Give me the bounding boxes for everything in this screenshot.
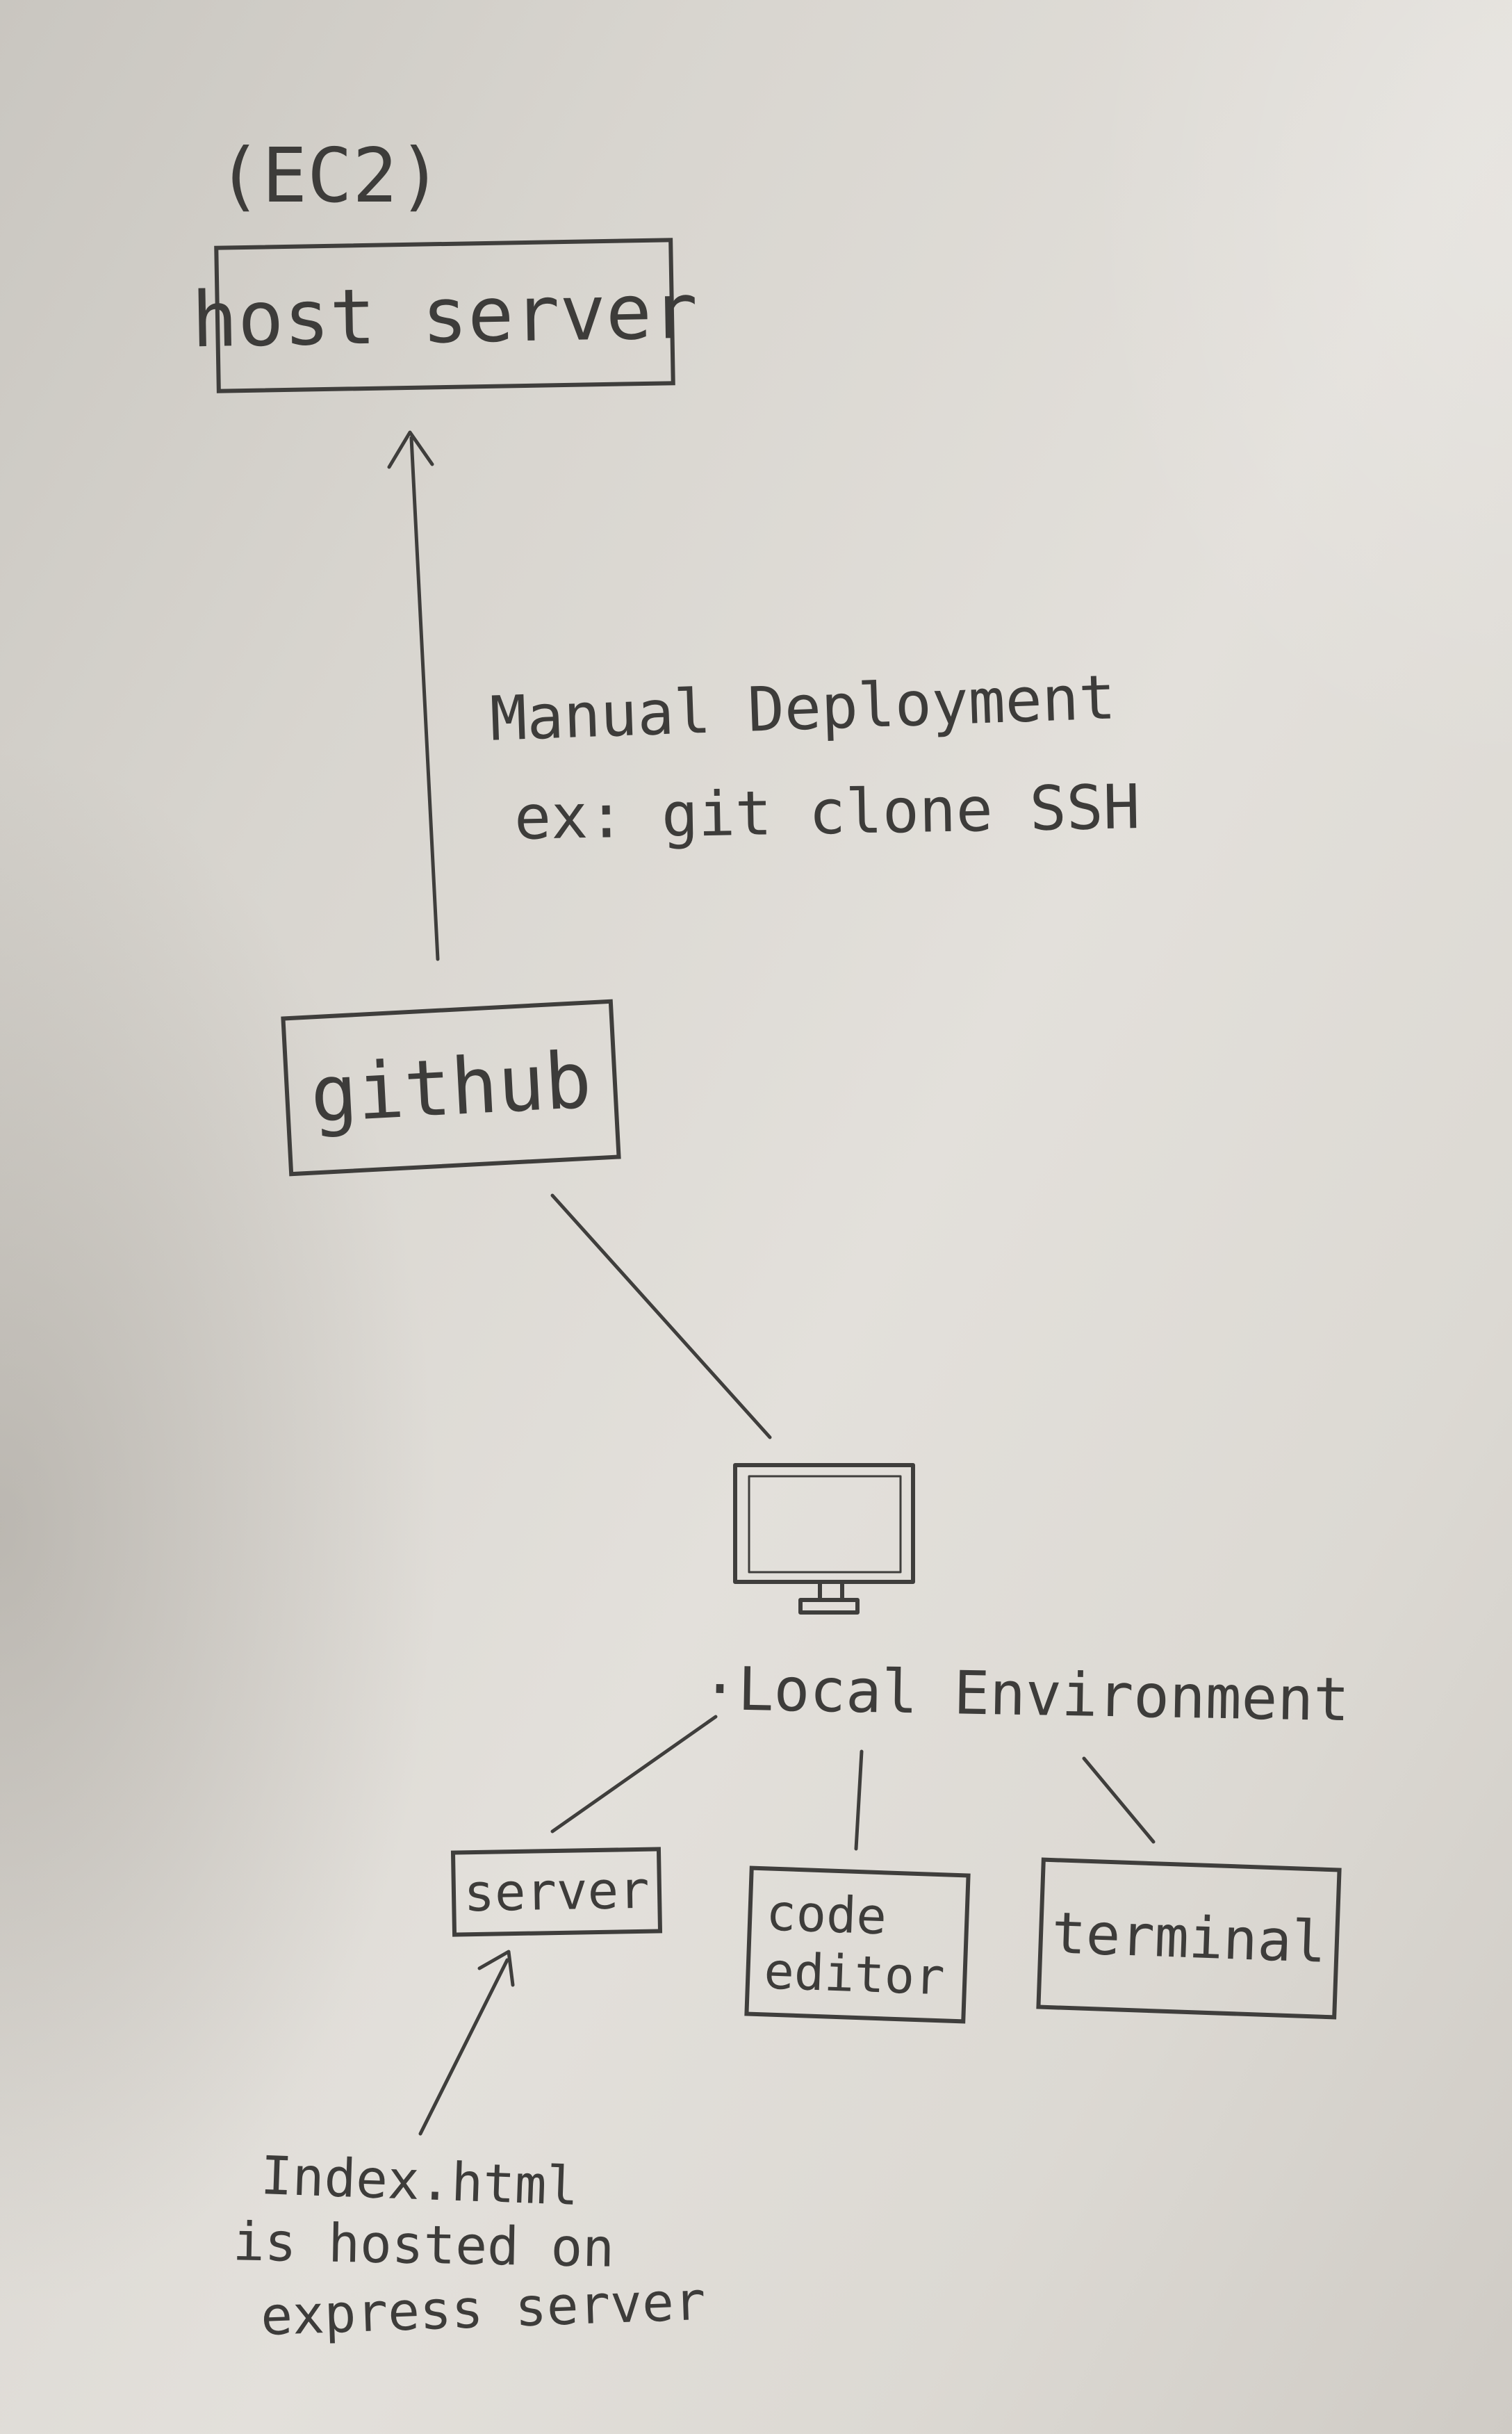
github-box: github xyxy=(281,999,621,1177)
terminal-label: terminal xyxy=(1050,1900,1328,1976)
code-editor-box: code editor xyxy=(744,1865,971,2024)
server-box: server xyxy=(450,1847,663,1937)
hosting-note-line-2: is hosted on xyxy=(232,2210,615,2279)
deploy-arrow xyxy=(409,436,440,961)
hosting-note-line-1: Index.html xyxy=(259,2144,580,2217)
github-to-local-line xyxy=(550,1193,772,1439)
branch-to-terminal-line xyxy=(1082,1756,1156,1844)
hosting-note-arrow xyxy=(418,1958,509,2136)
hosting-note-arrowhead xyxy=(477,1950,515,1987)
branch-to-code-editor-line xyxy=(854,1749,864,1851)
host-server-label: host server xyxy=(190,266,699,365)
hosting-note-line-3: express server xyxy=(259,2269,707,2348)
branch-to-server-line xyxy=(550,1715,718,1833)
computer-monitor-icon xyxy=(733,1463,915,1615)
host-server-box: host server xyxy=(191,238,698,393)
terminal-box: terminal xyxy=(1036,1857,1342,2020)
host-server-tag: (EC2) xyxy=(217,133,443,220)
github-label: github xyxy=(308,1035,594,1141)
code-editor-label-line-1: code xyxy=(765,1883,888,1946)
deploy-arrowhead xyxy=(387,430,434,469)
deploy-note-line-2: ex: git clone SSH xyxy=(513,771,1141,853)
server-label: server xyxy=(463,1860,650,1924)
code-editor-label-line-2: editor xyxy=(763,1941,946,2007)
local-environment-label: ·Local Environment xyxy=(701,1653,1350,1735)
